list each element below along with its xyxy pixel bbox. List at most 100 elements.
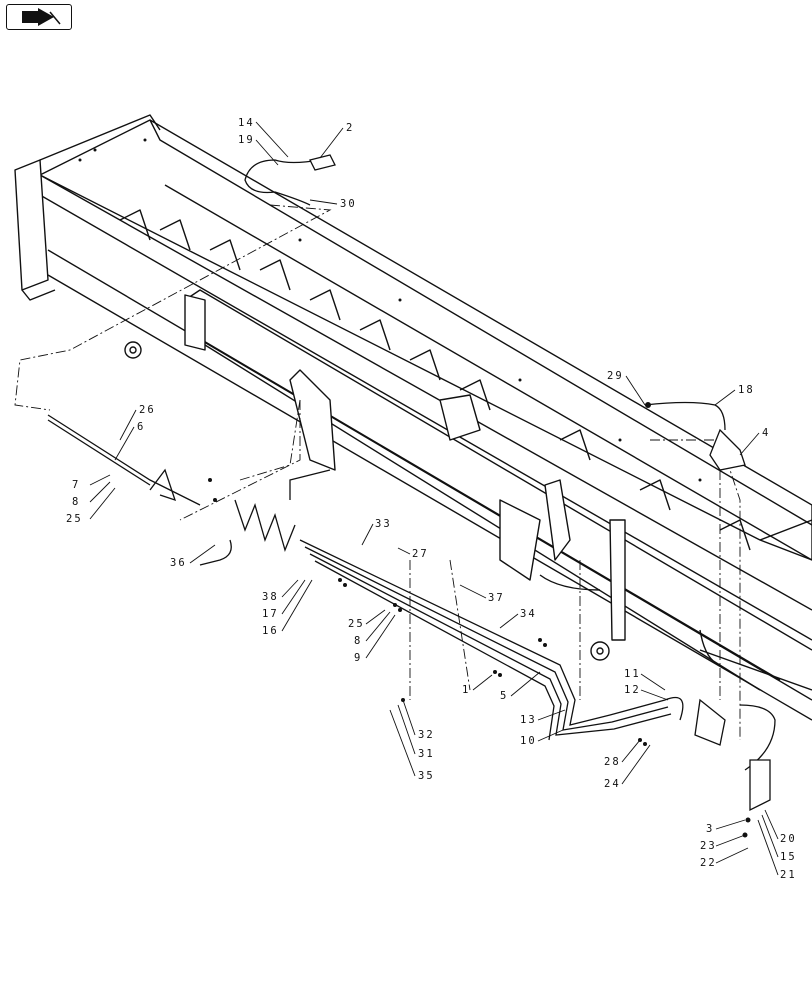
callout-c18: 38 [262, 579, 299, 603]
callout-c6: 18 [714, 384, 755, 406]
callout-leader-line [510, 671, 541, 697]
callout-leader-line [739, 432, 760, 456]
callout-number: 2 [346, 122, 354, 134]
callout-number: 4 [762, 427, 770, 439]
callout-c4: 30 [309, 198, 357, 210]
callout-number: 1 [462, 684, 470, 696]
callout-leader-line [499, 613, 519, 629]
callout-number: 5 [500, 690, 508, 702]
callout-number: 6 [137, 421, 145, 433]
callout-number: 34 [520, 608, 537, 620]
callout-leader-line [537, 729, 564, 742]
arrow-right-icon [22, 8, 61, 26]
callout-leader-line [625, 375, 646, 406]
callout-leader-line [89, 487, 116, 520]
callout-c1: 14 [238, 117, 289, 158]
callout-c19: 17 [262, 579, 306, 620]
callout-c22: 8 [354, 611, 391, 647]
callout-number: 17 [262, 608, 279, 620]
callout-number: 28 [604, 756, 621, 768]
next-page-button[interactable] [6, 4, 72, 30]
callout-c29: 10 [520, 729, 564, 747]
callout-number: 18 [738, 384, 755, 396]
callout-number: 8 [72, 496, 80, 508]
callout-leader-line [119, 409, 137, 441]
callout-number: 24 [604, 778, 621, 790]
callout-c31: 31 [397, 704, 433, 760]
callout-number: 8 [354, 635, 362, 647]
callout-number: 35 [418, 770, 435, 782]
assembly-leader-lines [14, 204, 741, 740]
callout-number: 36 [170, 557, 187, 569]
callout-number: 32 [418, 729, 435, 741]
callout-leader-line [761, 814, 779, 858]
callout-c32: 35 [389, 709, 435, 782]
callout-leader-line [397, 704, 416, 755]
callout-c17: 37 [459, 584, 505, 604]
callout-number: 20 [780, 833, 797, 845]
callout-leader-line [715, 834, 746, 847]
callout-leader-line [281, 579, 306, 615]
callout-c21: 25 [348, 609, 386, 630]
callout-c3: 2 [319, 122, 354, 159]
callout-c35: 3 [706, 819, 746, 835]
callout-number: 27 [412, 548, 429, 560]
callout-leader-line [640, 673, 666, 691]
callout-c36: 20 [764, 809, 797, 845]
callout-leader-line [714, 389, 736, 406]
callout-number: 3 [706, 823, 714, 835]
callout-leader-line [537, 709, 566, 721]
callout-number: 21 [780, 869, 797, 881]
callout-c34: 24 [604, 744, 651, 790]
callout-c33: 28 [604, 739, 641, 768]
callout-c39: 22 [700, 847, 749, 869]
callout-number: 13 [520, 714, 537, 726]
callout-number: 22 [700, 857, 717, 869]
callout-c8: 26 [119, 404, 154, 441]
callout-leader-line [397, 547, 411, 555]
callout-c5: 29 [607, 370, 646, 406]
callout-c13: 33 [361, 518, 392, 546]
callout-c7: 4 [739, 427, 770, 456]
callout-c30: 32 [402, 699, 435, 741]
callout-c38: 15 [761, 814, 797, 863]
callout-leader-line [89, 474, 111, 486]
callout-number: 7 [72, 479, 80, 491]
callout-c10: 7 [72, 474, 111, 491]
callout-number: 14 [238, 117, 255, 129]
hydraulic-pipe-assembly [47, 154, 776, 838]
callout-number: 12 [624, 684, 641, 696]
callout-number: 30 [340, 198, 357, 210]
callout-c12: 25 [66, 487, 116, 525]
callout-number: 38 [262, 591, 279, 603]
callout-number: 25 [348, 618, 365, 630]
callout-leader-line [361, 523, 374, 546]
callout-leader-line [715, 819, 746, 830]
callout-leader-line [255, 121, 289, 158]
callout-number: 10 [520, 735, 537, 747]
callout-leader-line [640, 689, 669, 701]
callout-number: 37 [488, 592, 505, 604]
callout-leader-line [459, 584, 487, 599]
callout-leader-line [472, 674, 493, 691]
callout-c23: 9 [354, 614, 396, 664]
callout-c20: 16 [262, 579, 313, 637]
callout-c2: 19 [238, 134, 279, 166]
callout-c11: 8 [72, 481, 111, 508]
callout-leader-line [281, 579, 313, 632]
callout-leader-line [715, 847, 749, 864]
callout-leader-line [365, 609, 386, 625]
callout-leader-line [402, 699, 416, 736]
callout-c16: 34 [499, 608, 537, 629]
callout-number: 15 [780, 851, 797, 863]
callout-leader-line [365, 611, 391, 642]
callout-number: 33 [375, 518, 392, 530]
callout-c27: 12 [624, 684, 669, 701]
callout-number: 29 [607, 370, 624, 382]
callout-c15: 36 [170, 544, 216, 569]
callout-c24: 1 [462, 674, 493, 696]
callout-leader-line [189, 544, 216, 564]
callout-leader-line [621, 739, 641, 763]
